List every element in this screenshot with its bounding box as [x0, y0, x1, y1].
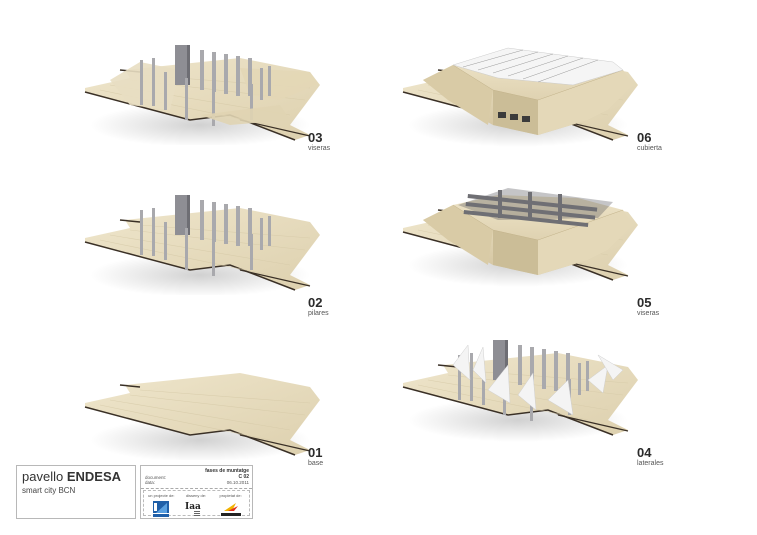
step-name: laterales — [637, 460, 664, 467]
step-name: viseras — [637, 310, 660, 317]
document-label: document: — [145, 475, 167, 480]
step-04-render — [402, 340, 639, 443]
credit-label: propietat de: — [219, 493, 242, 498]
document-info: fases de muntatge C 02 06.10.2011 docume… — [141, 466, 252, 489]
endesa-logo-icon — [153, 501, 170, 517]
credit-label: disseny de: — [185, 493, 207, 498]
document-date: 06.10.2011 — [226, 480, 249, 485]
step-name: viseras — [308, 145, 331, 152]
step-01-render — [84, 372, 321, 460]
step-06-panel — [398, 40, 648, 148]
vigorben-logo-icon — [220, 503, 241, 516]
step-02-label: 02 pilares — [308, 296, 329, 317]
date-label: data: — [145, 480, 156, 485]
document-code: C 02 — [238, 474, 249, 480]
credit-label: un projecte de: — [148, 493, 175, 498]
step-name: cubierta — [637, 145, 662, 152]
iaac-logo-icon: Iaa — [185, 502, 201, 516]
credits: un projecte de: disseny de: Iaa propieta… — [143, 490, 250, 518]
credit-project: un projecte de: — [144, 493, 179, 518]
step-number: 06 — [637, 130, 652, 145]
step-number: 04 — [637, 445, 652, 460]
step-number: 02 — [308, 295, 323, 310]
title-light: pavello — [22, 469, 64, 484]
step-05-label: 05 viseras — [637, 296, 659, 317]
project-title: pavello ENDESA — [22, 470, 130, 483]
project-subtitle: smart city BCN — [22, 486, 76, 495]
step-01-panel — [80, 355, 330, 460]
step-04-panel — [398, 335, 648, 445]
title-bold: ENDESA — [66, 469, 122, 484]
step-01-label: 01 base — [308, 446, 323, 467]
step-02-panel — [80, 190, 330, 295]
step-name: base — [308, 460, 324, 467]
step-05-panel — [398, 180, 648, 290]
title-block: pavello ENDESA smart city BCN — [16, 465, 136, 519]
step-04-label: 04 laterales — [637, 446, 663, 467]
step-03-panel — [80, 40, 330, 145]
step-02-render — [84, 195, 321, 295]
step-number: 05 — [637, 295, 652, 310]
step-number: 03 — [308, 130, 323, 145]
phase-title: fases de muntatge — [205, 468, 249, 474]
step-03-render — [84, 45, 321, 145]
credit-owner: propietat de: — [213, 493, 248, 518]
step-06-label: 06 cubierta — [637, 131, 662, 152]
credit-design: disseny de: Iaa — [179, 493, 214, 518]
svg-text:Iaa: Iaa — [185, 502, 201, 512]
step-name: pilares — [308, 310, 329, 317]
step-03-label: 03 viseras — [308, 131, 330, 152]
info-block: fases de muntatge C 02 06.10.2011 docume… — [140, 465, 253, 519]
step-05-render — [402, 188, 639, 288]
step-06-render — [402, 47, 639, 148]
step-number: 01 — [308, 445, 323, 460]
